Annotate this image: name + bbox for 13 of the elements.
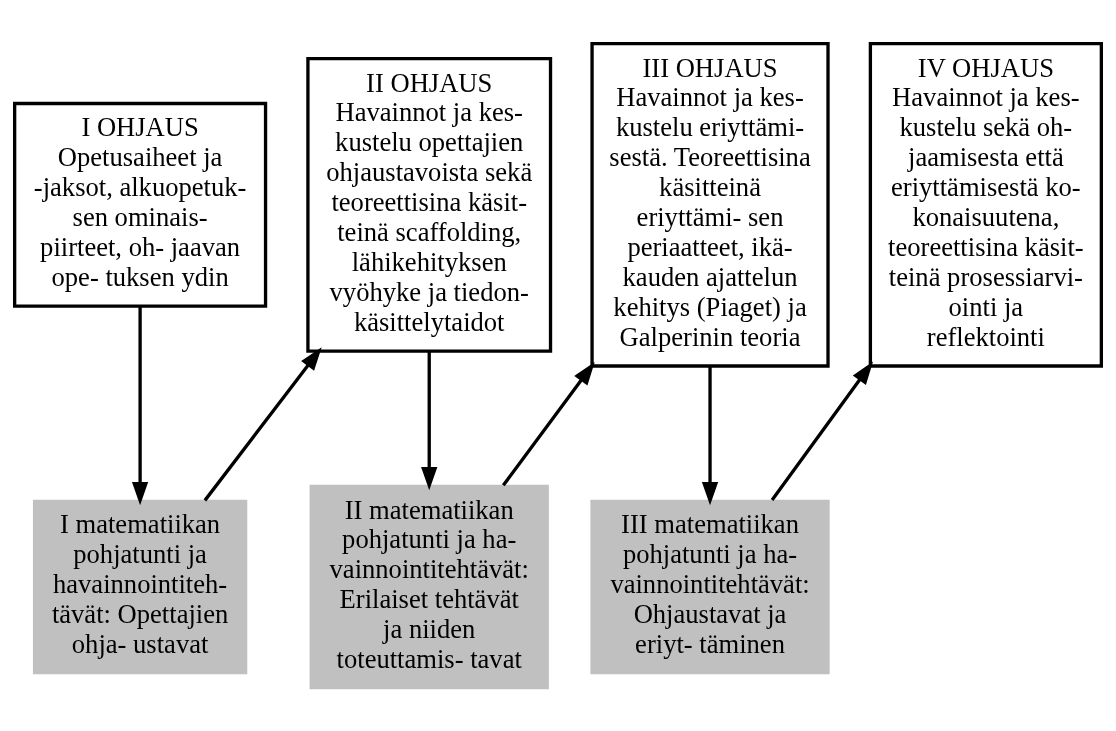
arrow <box>203 346 322 501</box>
node-box: II matematiikan pohjatunti ja ha- vainnointitehtävät: Erilaiset tehtävät ja niiden toteuttamis- tavat <box>309 484 549 689</box>
node-box: I OHJAUS Opetusaiheet ja -jaksot, alkuopetuk- sen ominais- piirteet, oh- jaavan ope- tuksen ydin <box>13 101 268 308</box>
node-box: III OHJAUS Havainnot ja kes- kustelu eriyttämi- sestä. Teoreettisina käsitteinä eriyttämi- sen periaatteet, ikä- kauden ajattelun kehitys (Piaget) ja Galperinin teoria <box>590 41 830 368</box>
arrow <box>131 306 149 505</box>
node-box: II OHJAUS Havainnot ja kes- kustelu opettajien ohjaustavoista sekä teoreettisina käsit- teinä scaffolding, lähikehityksen vyöhyke ja tiedon- käsittelytaidot <box>306 56 553 353</box>
arrow <box>421 350 438 490</box>
node-box: III matematiikan pohjatunti ja ha- vainnointitehtävät: Ohjaustavat ja eriyt- täminen <box>590 499 830 674</box>
node-box: IV OHJAUS Havainnot ja kes- kustelu sekä oh- jaamisesta että eriyttämisestä ko- konaisuutena, teoreettisina käsit- teinä prosessiarvi- ointi ja reflektointi <box>868 41 1103 368</box>
arrow <box>502 361 595 486</box>
arrow <box>770 360 874 501</box>
arrow <box>701 365 719 505</box>
node-box: I matematiikan pohjatunti ja havainnointiteh- tävät: Opettajien ohja- ustavat <box>32 499 248 674</box>
